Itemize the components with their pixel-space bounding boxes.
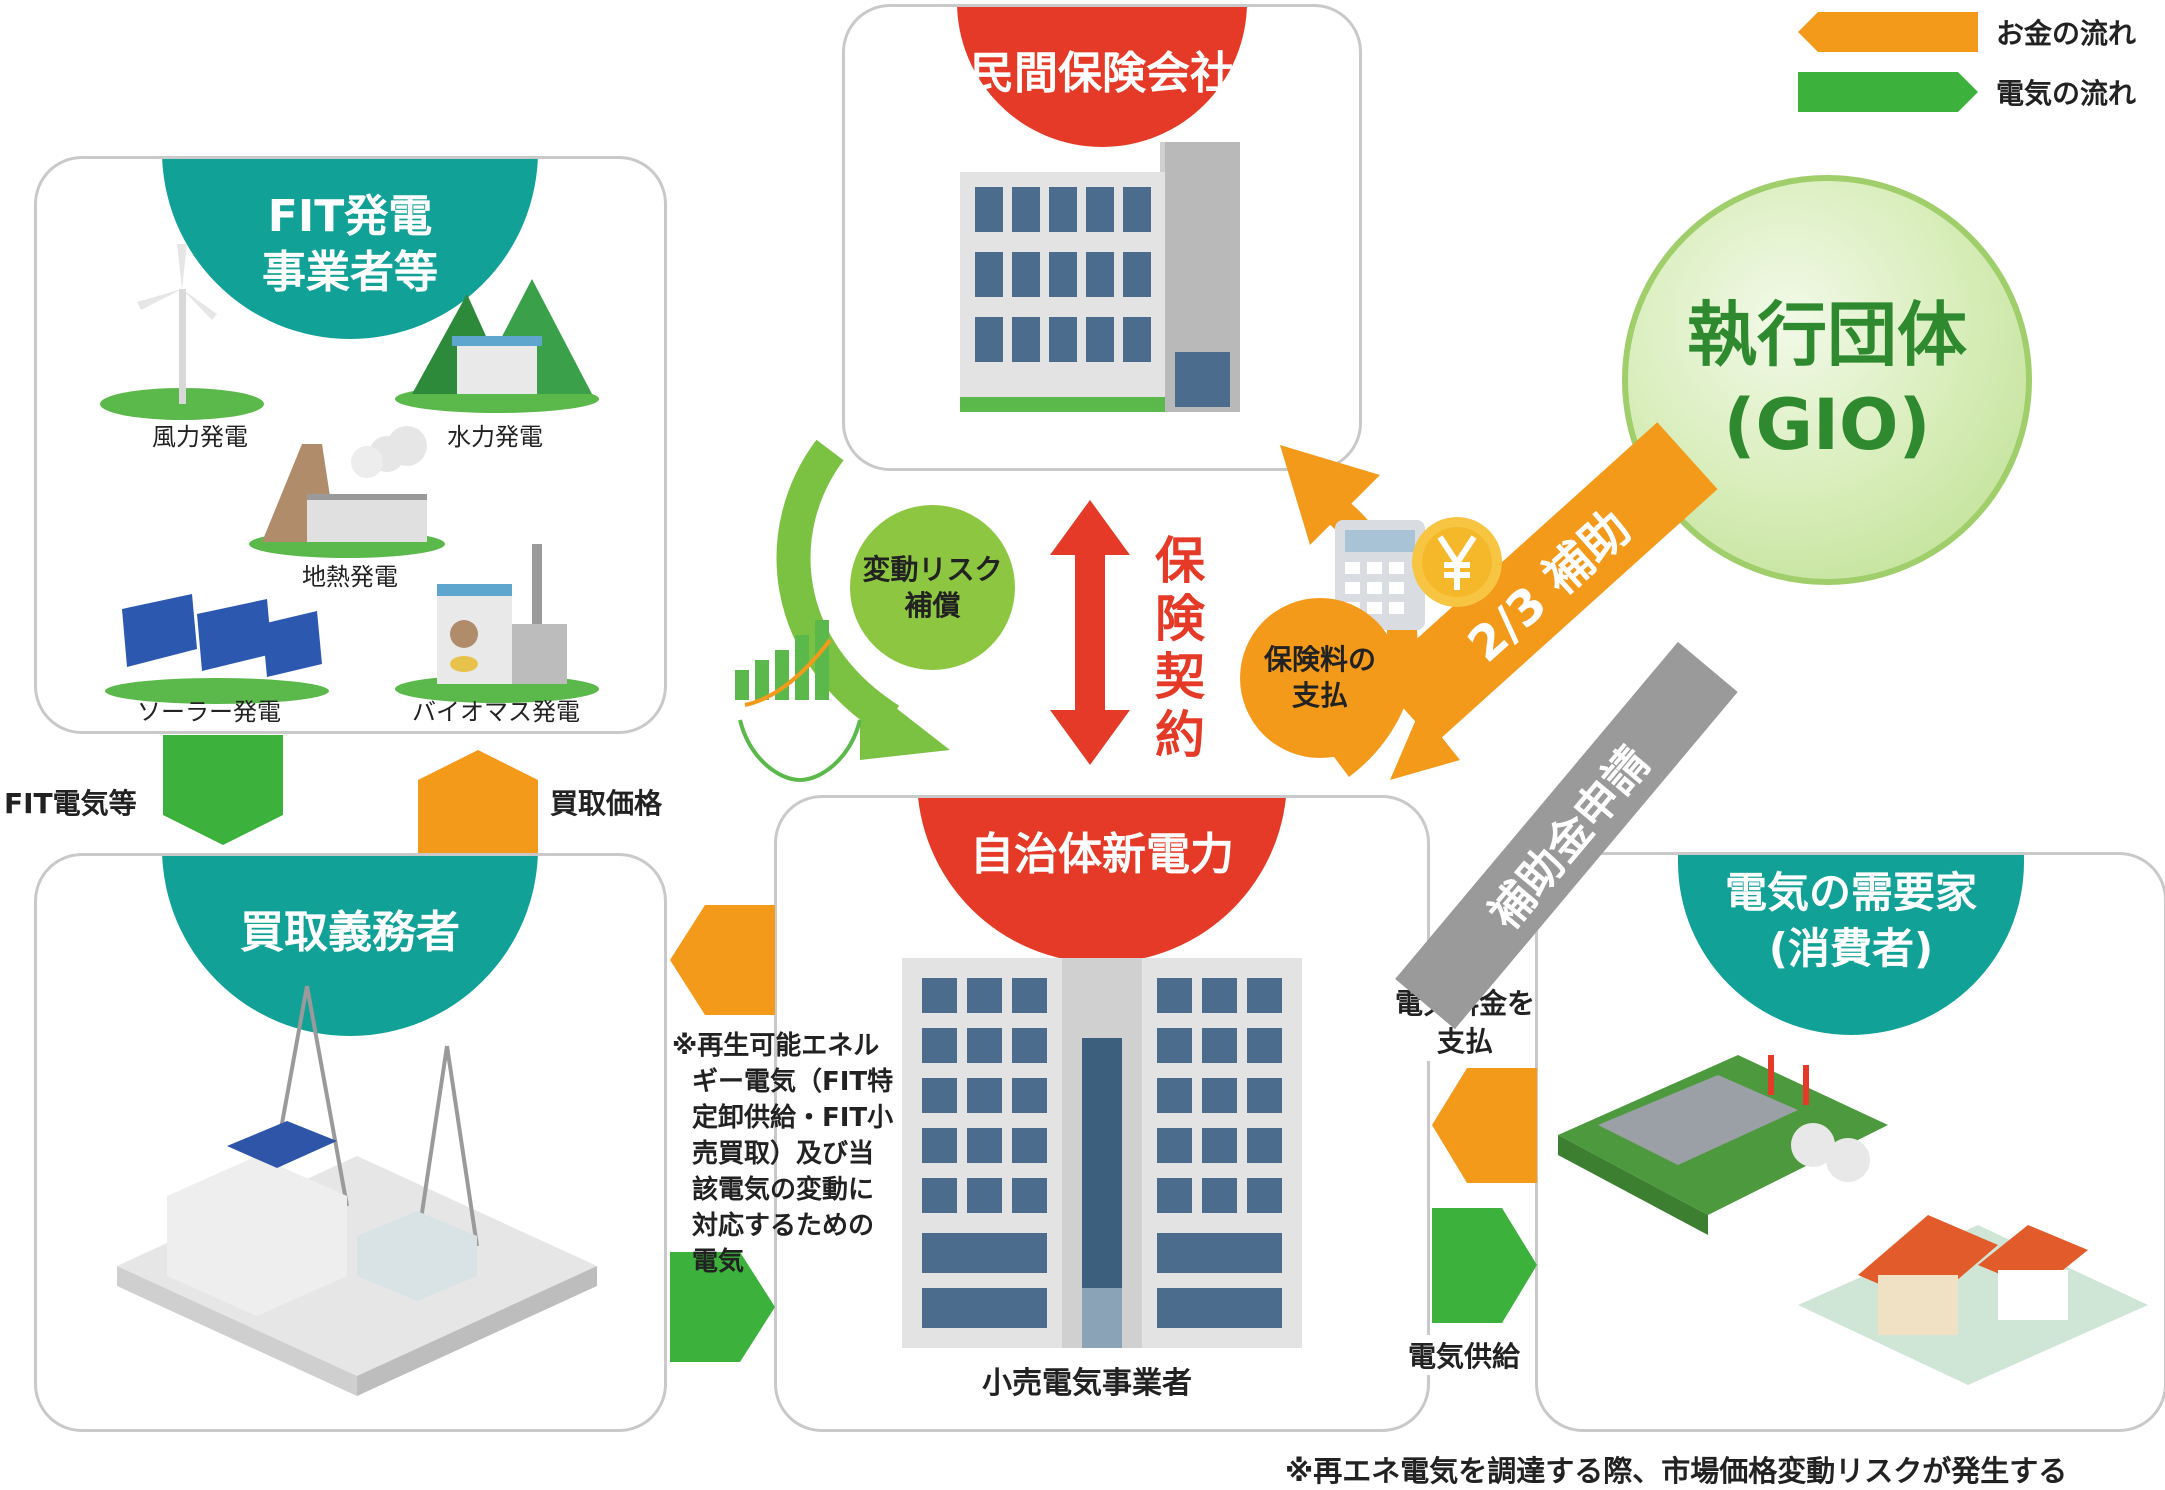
green-arrow-icon bbox=[1798, 72, 1978, 112]
insurer-box: 民間保険会社 bbox=[842, 4, 1362, 471]
biomass-plant-icon bbox=[395, 544, 599, 703]
hydro-dam-icon bbox=[395, 279, 599, 413]
municipal-header: 自治体新電力 bbox=[917, 798, 1287, 963]
premium-line2: 支払 bbox=[1291, 679, 1348, 712]
risk-comp-line2: 補償 bbox=[904, 588, 961, 622]
factory-and-house-icon bbox=[1558, 1055, 2148, 1385]
pay-bill-arrow bbox=[1432, 1068, 1537, 1183]
legend-electricity: 電気の流れ bbox=[1798, 72, 2136, 112]
purchaser-box: 買取義務者 bbox=[34, 853, 667, 1432]
fit-item-solar: ソーラー発電 bbox=[137, 698, 281, 726]
fit-item-hydro: 水力発電 bbox=[447, 423, 543, 451]
wind-turbine-icon bbox=[100, 244, 264, 420]
substation-icon bbox=[117, 985, 597, 1396]
solar-panel-icon bbox=[105, 594, 329, 704]
note-line: 該電気の変動に bbox=[692, 1175, 875, 1205]
yen-coin-icon bbox=[1412, 517, 1502, 607]
supply-label: 電気供給 bbox=[1408, 1335, 1521, 1375]
buyer-power-arrow bbox=[670, 1252, 775, 1362]
municipal-title: 自治体新電力 bbox=[970, 829, 1234, 880]
consumer-title-line2: (消費者) bbox=[1768, 924, 1934, 973]
purchaser-title: 買取義務者 bbox=[240, 907, 460, 958]
legend-electricity-label: 電気の流れ bbox=[1996, 77, 2137, 110]
gio-circle: 執行団体 (GIO) bbox=[1622, 175, 2032, 585]
note-line: ギー電気（FIT特 bbox=[692, 1067, 894, 1097]
note-line: 定卸供給・FIT小 bbox=[692, 1103, 894, 1133]
municipal-caption: 小売電気事業者 bbox=[982, 1366, 1192, 1401]
fit-power-arrow bbox=[163, 735, 283, 845]
contract-double-arrow bbox=[1050, 500, 1130, 765]
municipal-power-box: 自治体新電力 小売電気事業者 bbox=[774, 795, 1430, 1432]
geothermal-plant-icon bbox=[249, 426, 445, 558]
renewable-note: ※再生可能エネル ギー電気（FIT特 定卸供給・FIT小 売買取）及び当 該電気… bbox=[672, 1028, 902, 1280]
fit-item-geothermal: 地熱発電 bbox=[302, 563, 398, 591]
contract-char: 約 bbox=[1155, 706, 1205, 764]
contract-char: 保 bbox=[1155, 532, 1205, 590]
fit-power-label: FIT電気等 bbox=[4, 787, 137, 820]
footnote: ※再エネ電気を調達する際、市場価格変動リスクが発生する bbox=[1285, 1454, 2068, 1488]
fit-item-biomass: バイオマス発電 bbox=[412, 698, 580, 726]
note-line: 電気 bbox=[692, 1247, 745, 1277]
purchase-price-label: 買取価格 bbox=[550, 787, 663, 820]
premium-line1: 保険料の bbox=[1263, 643, 1376, 676]
gio-line2: (GIO) bbox=[1723, 384, 1931, 466]
risk-hands-icon bbox=[735, 620, 862, 783]
contract-char: 険 bbox=[1155, 590, 1205, 648]
fit-title-line1: FIT発電 bbox=[267, 191, 433, 242]
fit-title-line2: 事業者等 bbox=[262, 247, 438, 298]
legend-money-label: お金の流れ bbox=[1996, 17, 2137, 50]
note-line: 売買取）及び当 bbox=[692, 1139, 875, 1169]
supply-arrow bbox=[1432, 1208, 1537, 1323]
fit-generators-box: FIT発電 事業者等 風力発電 水力発電 地熱発電 ソーラー発電 bbox=[34, 156, 667, 734]
consumer-title-line1: 電気の需要家 bbox=[1724, 868, 1977, 917]
fit-item-wind: 風力発電 bbox=[152, 423, 248, 451]
orange-arrow-icon bbox=[1798, 12, 1978, 52]
note-line: 対応するための bbox=[692, 1211, 875, 1241]
purchase-price-arrow bbox=[418, 750, 538, 860]
subsidy-arrowhead bbox=[1390, 710, 1460, 780]
buyer-money-arrow bbox=[670, 905, 775, 1015]
note-line: ※再生可能エネル bbox=[672, 1031, 880, 1061]
legend-money: お金の流れ bbox=[1798, 12, 2136, 52]
compensation-arrow bbox=[776, 439, 950, 760]
office-building-icon bbox=[960, 142, 1240, 412]
pay-bill-line2: 支払 bbox=[1437, 1025, 1494, 1058]
insurer-title: 民間保険会社 bbox=[970, 48, 1234, 99]
contract-char: 契 bbox=[1155, 648, 1205, 706]
contract-label: 保 険 契 約 bbox=[1150, 532, 1210, 764]
risk-compensation-circle: 変動リスク 補償 bbox=[850, 505, 1015, 670]
gio-line1: 執行団体 bbox=[1687, 294, 1967, 376]
consumer-box: 電気の需要家 (消費者) bbox=[1535, 852, 2165, 1432]
risk-comp-line1: 変動リスク bbox=[862, 552, 1003, 586]
insurer-header: 民間保険会社 bbox=[957, 7, 1247, 147]
consumer-header: 電気の需要家 (消費者) bbox=[1678, 855, 2024, 1035]
tower-building-icon bbox=[902, 958, 1302, 1348]
premium-circle: 保険料の 支払 bbox=[1240, 598, 1400, 758]
